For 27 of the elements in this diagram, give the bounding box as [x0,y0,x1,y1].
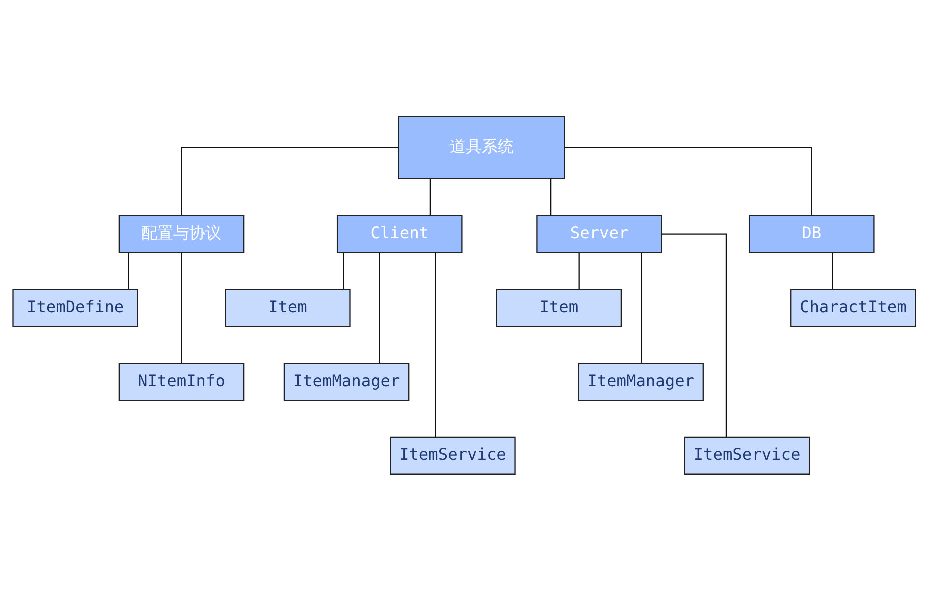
node-box: DB [748,215,875,254]
connector [128,252,130,290]
node-box: Client [336,215,463,254]
node-box: Item [225,289,351,328]
connector [641,253,642,364]
connector [343,252,344,290]
node-box: NItemInfo [118,363,245,402]
node-box: Server [536,215,662,254]
connector [550,179,552,216]
node-box: ItemManager [284,363,410,402]
connector [565,147,812,216]
connector [832,252,834,290]
node-box: 道具系统 [398,116,566,180]
connector [379,253,380,364]
node-box: CharactItem [790,289,916,328]
connector [435,252,436,438]
connector [578,252,580,290]
connector [181,253,182,364]
node-box: ItemManager [578,363,704,402]
connector [430,179,432,216]
connector [181,147,399,216]
node-box: 配置与协议 [118,215,245,254]
node-box: ItemService [684,436,810,475]
node-box: Item [496,289,622,328]
node-box: ItemService [390,436,516,475]
connector [662,234,728,438]
node-box: ItemDefine [12,289,138,328]
